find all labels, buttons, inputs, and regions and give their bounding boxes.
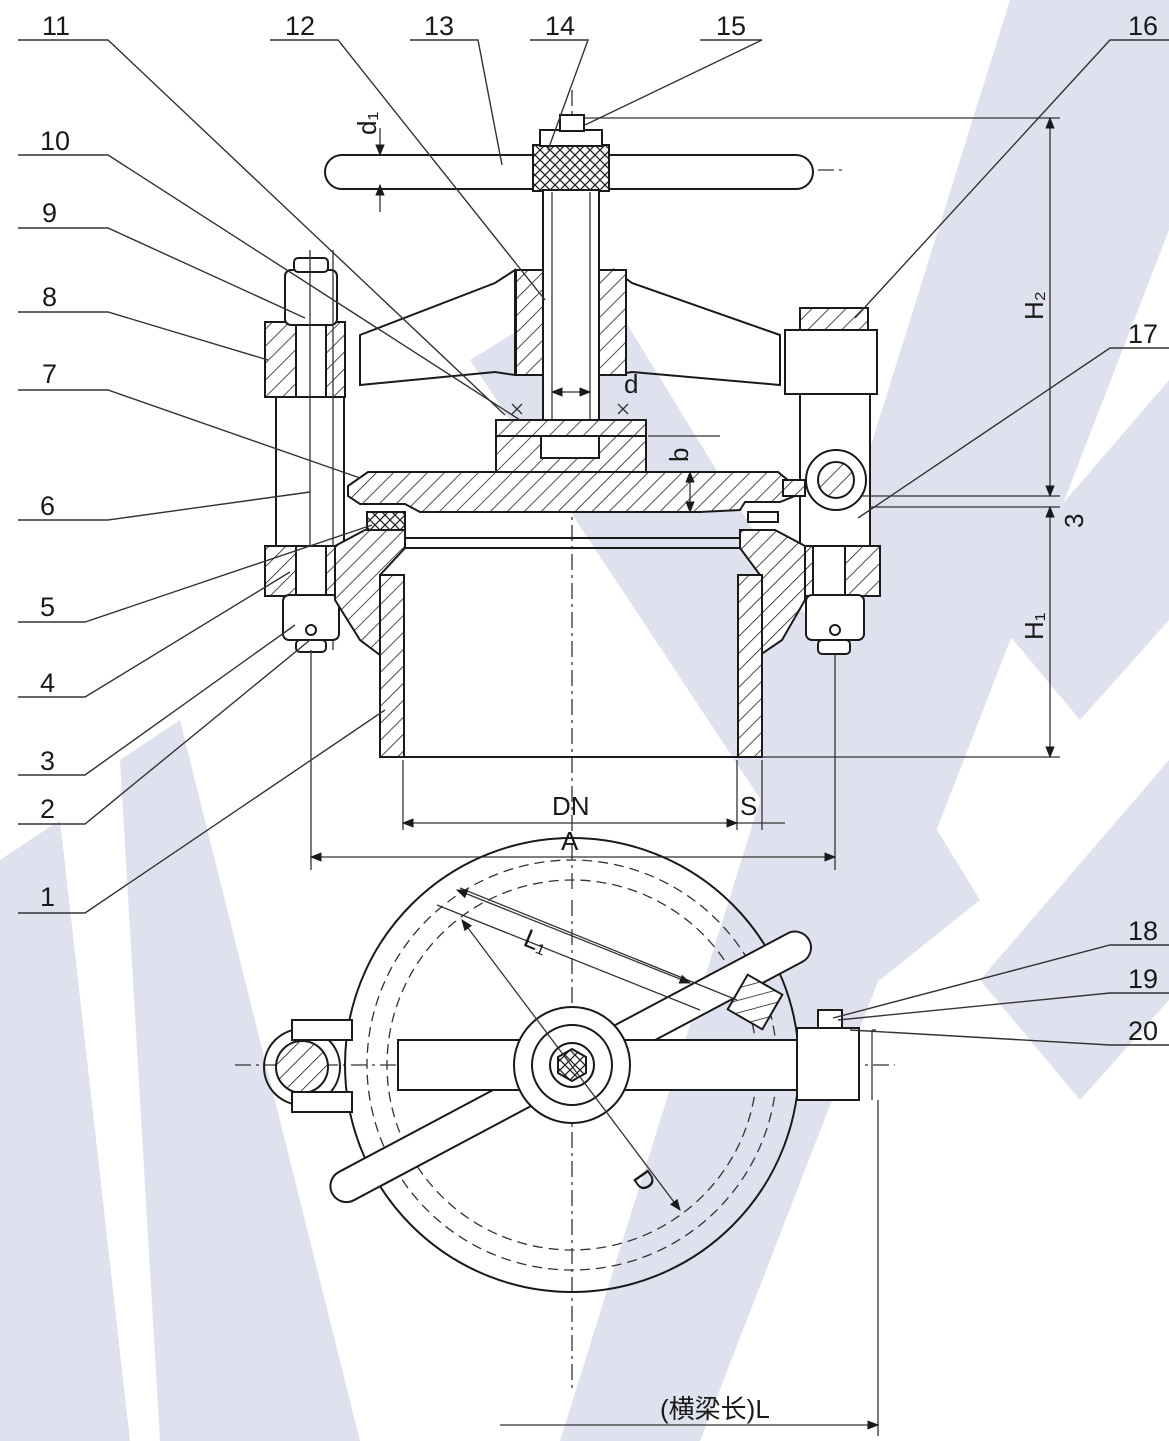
part-label-19: 19 bbox=[1128, 964, 1158, 994]
part-label-9: 9 bbox=[42, 198, 57, 228]
dim-3: 3 bbox=[1059, 514, 1089, 528]
part-label-20: 20 bbox=[1128, 1016, 1158, 1046]
part-label-1: 1 bbox=[40, 882, 55, 912]
part-label-6: 6 bbox=[40, 491, 55, 521]
dim-s: S bbox=[740, 791, 757, 821]
dim-a: A bbox=[561, 826, 579, 856]
part-label-3: 3 bbox=[40, 746, 55, 776]
leader-lines bbox=[18, 39, 1169, 1046]
part-label-2: 2 bbox=[40, 794, 55, 824]
part-label-4: 4 bbox=[40, 668, 55, 698]
dimension-labels: d₁ H₂ d b 3 H₁ DN S A L₁ D (横梁长)L bbox=[352, 112, 1089, 1424]
part-label-14: 14 bbox=[545, 11, 575, 41]
part-label-7: 7 bbox=[42, 359, 57, 389]
part-label-13: 13 bbox=[424, 11, 454, 41]
part-label-12: 12 bbox=[285, 11, 315, 41]
part-label-17: 17 bbox=[1128, 319, 1158, 349]
part-number-labels: 11 12 13 14 15 16 10 9 8 7 17 6 5 4 3 2 … bbox=[40, 11, 1158, 1046]
dim-h1: H₁ bbox=[1019, 612, 1049, 640]
dim-l1: L₁ bbox=[520, 923, 553, 960]
dim-b: b bbox=[664, 448, 694, 462]
plan-view bbox=[235, 837, 895, 1436]
part-label-8: 8 bbox=[42, 282, 57, 312]
section-view bbox=[264, 90, 1060, 890]
part-label-15: 15 bbox=[716, 11, 746, 41]
part-label-10: 10 bbox=[40, 126, 70, 156]
dim-d1: d₁ bbox=[352, 112, 382, 135]
part-label-11: 11 bbox=[42, 11, 70, 41]
dim-d: d bbox=[624, 369, 638, 399]
dim-h2: H₂ bbox=[1019, 291, 1049, 320]
dim-l: (横梁长)L bbox=[660, 1394, 770, 1424]
dim-dn: DN bbox=[552, 791, 590, 821]
part-label-16: 16 bbox=[1128, 11, 1158, 41]
part-label-18: 18 bbox=[1128, 916, 1158, 946]
part-label-5: 5 bbox=[40, 592, 55, 622]
